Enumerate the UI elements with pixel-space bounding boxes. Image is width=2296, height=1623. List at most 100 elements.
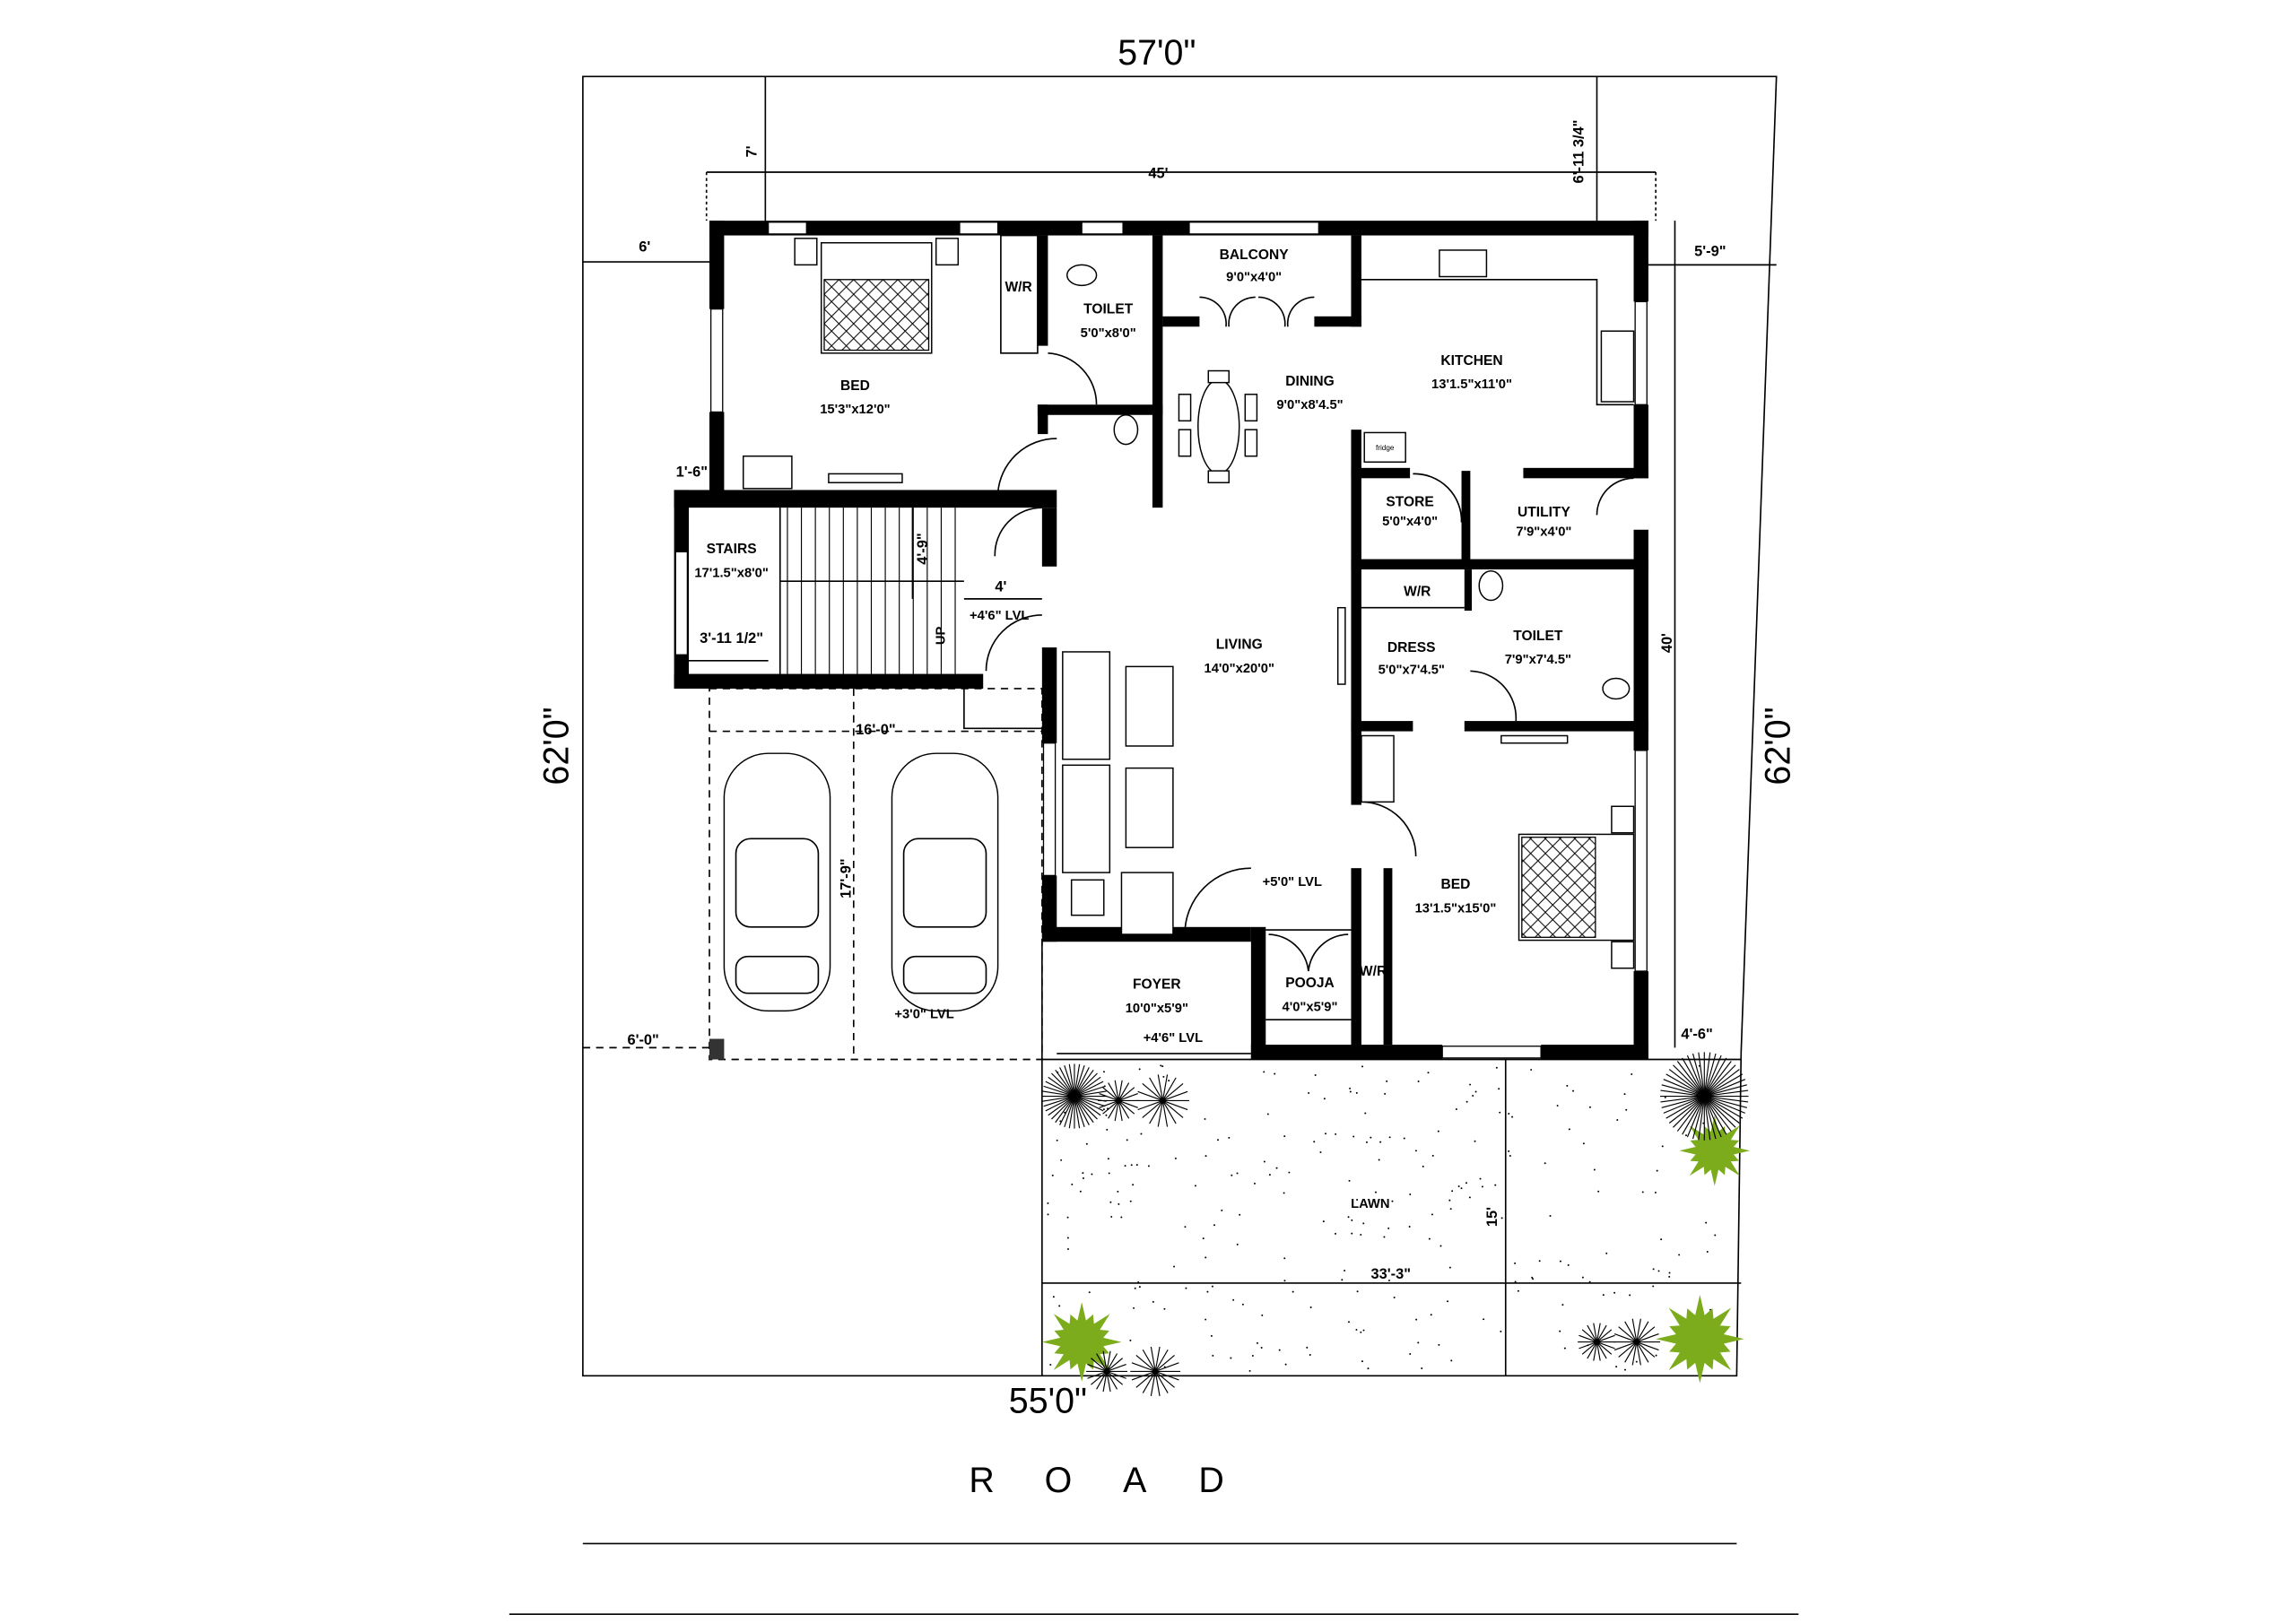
lawn-dot	[1365, 1141, 1368, 1143]
lawn-dot	[1361, 1360, 1363, 1363]
room-size-toilet2: 7'9"x7'4.5"	[1505, 653, 1571, 667]
windows	[674, 221, 1648, 1059]
lawn-dot	[1228, 1136, 1231, 1139]
lawn-dot	[1668, 1271, 1671, 1274]
lawn-dot	[1162, 1075, 1165, 1078]
lawn-dot	[1251, 1354, 1254, 1357]
lawn-dot	[1582, 1142, 1585, 1145]
lawn-width-dimension: 33'-3"	[1371, 1266, 1411, 1282]
lawn-dot	[1479, 1177, 1482, 1180]
lawn-dot	[1161, 1065, 1164, 1068]
lawn-dot	[1205, 1155, 1207, 1158]
lawn-dot	[1105, 1114, 1108, 1116]
lawn-dot	[1657, 1270, 1660, 1272]
lawn-dot	[1126, 1139, 1128, 1141]
shrub-icon	[1660, 1052, 1749, 1141]
lawn-dot	[1437, 1130, 1439, 1133]
lawn-dot	[1288, 1171, 1291, 1174]
lawn-dot	[1414, 1150, 1417, 1152]
lawn-dot	[1561, 1304, 1564, 1306]
lawn-dot	[1205, 1318, 1207, 1321]
room-label-wr1: W/R	[1004, 280, 1031, 295]
lawn-dot	[1714, 1234, 1717, 1237]
tree-icon	[1041, 1302, 1122, 1382]
lawn-dot	[1635, 1360, 1638, 1363]
shrub-icon	[1041, 1063, 1108, 1129]
right-rear-dimension: 4'-6"	[1681, 1027, 1712, 1043]
lawn-dot	[1427, 1072, 1430, 1074]
lawn-dot	[1379, 1141, 1382, 1143]
lawn-dot	[1107, 1158, 1109, 1160]
lawn-dot	[1483, 1318, 1485, 1321]
lawn-dot	[1431, 1154, 1434, 1157]
lawn-dot	[1232, 1298, 1235, 1301]
fridge-label: fridge	[1376, 444, 1395, 452]
tree-icon	[1679, 1115, 1751, 1186]
lawn-dot	[1071, 1183, 1074, 1185]
lawn-dot	[1124, 1165, 1126, 1167]
lawn-dot	[1253, 1182, 1256, 1185]
room-label-foyer: FOYER	[1133, 977, 1181, 993]
lawn-dot	[1593, 1168, 1596, 1171]
lawn-dot	[1387, 1279, 1390, 1281]
landing-level: +4'6" LVL	[970, 609, 1029, 623]
lawn-dot	[1082, 1172, 1084, 1175]
lawn-dot	[1652, 1285, 1655, 1288]
lawn-texture	[1047, 1064, 1717, 1372]
lawn-dot	[1051, 1174, 1054, 1176]
shrub-icon	[1613, 1318, 1661, 1366]
lawn-dot	[1387, 1227, 1390, 1229]
lawn-dot	[1205, 1256, 1207, 1259]
lawn-dot	[1409, 1352, 1412, 1355]
parking-depth-dimension: 17'-9"	[839, 858, 855, 898]
lawn-dot	[1066, 1237, 1069, 1239]
lawn-dot	[1409, 1193, 1412, 1195]
lawn-dot	[1283, 1135, 1286, 1138]
interior-lines	[778, 234, 1742, 1061]
road-letter: A	[1123, 1461, 1147, 1500]
lawn-dot	[1204, 1117, 1206, 1120]
lawn-dot	[1348, 1179, 1351, 1182]
lawn-dot	[1391, 1200, 1394, 1202]
lawn-dot	[1448, 1199, 1451, 1202]
room-label-living: LIVING	[1216, 638, 1263, 653]
lawn-dot	[1132, 1184, 1135, 1186]
room-label-wr2: W/R	[1404, 585, 1431, 600]
lawn-dot	[1664, 1096, 1666, 1098]
lawn-dot	[1130, 1164, 1133, 1167]
lawn-dot	[1559, 1330, 1561, 1332]
lawn-dot	[1367, 1367, 1370, 1370]
parking-side-dimension: 6'-0"	[627, 1032, 658, 1048]
room-label-utility: UTILITY	[1518, 505, 1570, 520]
lawn-dot	[1508, 1150, 1510, 1152]
room-label-bed1: BED	[840, 378, 870, 394]
lawn-dot	[1685, 1134, 1687, 1137]
lawn-dot	[1624, 1368, 1626, 1371]
landscaping	[1041, 1052, 1751, 1396]
lawn-dot	[1268, 1174, 1271, 1176]
lawn-dot	[1668, 1275, 1671, 1278]
foyer-level: +4'6" LVL	[1144, 1031, 1203, 1046]
lawn-dot	[1173, 1265, 1176, 1268]
lawn-dot	[1706, 1251, 1709, 1253]
lawn-dot	[1597, 1190, 1600, 1193]
lawn-dot	[1448, 1266, 1451, 1269]
lawn-dot	[1266, 1113, 1269, 1115]
lawn-dot	[1135, 1164, 1138, 1167]
room-size-stairs: 17'1.5"x8'0"	[694, 566, 769, 580]
room-size-bed2: 13'1.5"x15'0"	[1415, 901, 1497, 916]
room-label-bed2: BED	[1441, 877, 1471, 892]
plot-boundary	[582, 75, 1778, 1377]
lawn-dot	[1085, 1142, 1088, 1145]
doors	[985, 296, 1634, 972]
lawn-dot	[1260, 1346, 1263, 1349]
lawn-dot	[1211, 1285, 1213, 1288]
lawn-dot	[1066, 1216, 1069, 1219]
right-setback-dimension: 5'-9"	[1694, 244, 1726, 260]
lawn-dot	[1147, 1165, 1150, 1167]
lawn-dot	[1661, 1145, 1664, 1148]
room-label-wr3: W/R	[1360, 964, 1387, 979]
lawn-dot	[1137, 1281, 1140, 1284]
lawn-dot	[1532, 1278, 1535, 1280]
lawn-dot	[1206, 1290, 1209, 1293]
